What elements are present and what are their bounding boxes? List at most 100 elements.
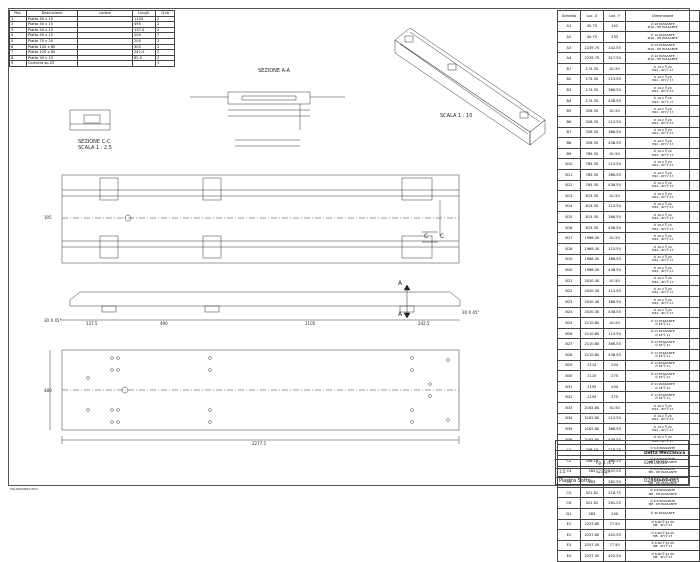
holes-cell: 402.50	[602, 529, 627, 541]
holes-cell: 204	[602, 359, 627, 372]
holes-header: Loc. Y	[602, 10, 627, 22]
holes-cell: 438.50	[602, 433, 627, 446]
holes-cell: 41.50	[602, 274, 627, 287]
holes-cell: ∅ 11 PASSANTE ∅ 18 ∇ 11	[625, 359, 700, 372]
footer-note: SOLIDWORKS EDU	[10, 487, 38, 491]
holes-cell: E2	[557, 529, 581, 541]
iso-scale-label: SCALA 1 : 10	[440, 113, 473, 119]
parts-cell: 1	[155, 60, 175, 67]
title-block-sheet: Fg. 1 di 1	[596, 460, 615, 465]
holes-cell: E3	[557, 539, 581, 552]
dim-right-span: 242.5	[418, 321, 430, 326]
title-block-date: 02/07/2015	[644, 460, 668, 465]
holes-cell: ∅ 6.8 PASSANTE M8 - 6H PASSANTE	[625, 465, 700, 478]
holes-cell: 275	[602, 370, 627, 382]
holes-cell: E4	[557, 550, 581, 562]
title-block-material: S235JR	[596, 469, 611, 474]
holes-cell: 2237.60	[579, 529, 604, 541]
holes-cell: 438.50	[602, 306, 627, 319]
section-aa-outline	[227, 91, 311, 105]
holes-cell: ∅ 10.2 ∇ 20 M12 - 6H ∇ 17	[625, 306, 700, 319]
dim-mid-length: 1105	[305, 321, 316, 326]
dim-left-span: 490	[160, 321, 168, 326]
holes-cell: ∅ 10.2 ∇ 20 M12 - 6H ∇ 17	[625, 296, 700, 308]
holes-cell: ∅ 10.2 ∇ 20 M12 - 6H ∇ 17	[625, 401, 700, 414]
holes-cell: 2257.50	[579, 539, 604, 552]
holes-cell: 2257.50	[579, 550, 604, 562]
title-block-title: Piastra Sotto	[559, 478, 591, 484]
holes-cell: ∅ 11 PASSANTE ∅ 18 ∇ 11	[625, 380, 700, 393]
holes-cell: ∅ 6.8 PASSANTE M8 - 6H PASSANTE	[625, 454, 700, 467]
holes-cell: 113.50	[602, 285, 627, 298]
holes-cell: 261.25	[602, 497, 627, 509]
holes-cell: E1	[557, 518, 581, 531]
cut-c-right: C	[440, 233, 445, 240]
dim-height: 480	[44, 388, 52, 393]
holes-cell: ∅ 30 PASSANTE	[625, 507, 700, 520]
section-cc-label: SEZIONE C-C	[78, 139, 111, 145]
holes-cell: 197.50	[602, 465, 627, 478]
holes-cell: 438.50	[602, 264, 627, 276]
holes-cell: 366.50	[602, 296, 627, 308]
holes-cell: ∅ 6.80 ∇ 22.25 M8 - 6H ∇ 17	[625, 539, 700, 552]
title-block: Delta Meccanica S235JR 1:5 02/07/2015 Fg…	[555, 440, 689, 485]
dim-end-a: 137.5	[86, 321, 98, 326]
holes-cell: ∅ 6.8 PASSANTE M8 - 6H PASSANTE	[625, 497, 700, 509]
holes-cell: ∅ 11 PASSANTE ∅ 18 ∇ 11	[625, 338, 700, 350]
title-block-drawing-no: 02300-07-035	[644, 478, 680, 484]
holes-cell: ∅ 10.2 ∇ 20 M12 - 6H ∇ 17	[625, 412, 700, 425]
holes-cell: ∅ 6.80 ∇ 22.25 M8 - 6H ∇ 17	[625, 518, 700, 531]
holes-header: Dimensione	[625, 10, 700, 22]
holes-cell: ∅ 11 PASSANTE ∅ 18 ∇ 11	[625, 349, 700, 361]
dim-overall-length: 2277.5	[252, 441, 266, 446]
holes-cell: 261.25	[602, 454, 627, 467]
holes-cell: ∅ 10.2 ∇ 20 M12 - 6H ∇ 17	[625, 423, 700, 435]
holes-cell: 438.50	[602, 349, 627, 361]
section-cc-scale: SCALA 1 : 2,5	[78, 145, 112, 151]
holes-cell: D1	[557, 507, 581, 520]
holes-cell: 2237.60	[579, 518, 604, 531]
holes-cell: ∅ 11 PASSANTE ∅ 18 ∇ 11	[625, 317, 700, 329]
section-aa-label: SEZIONE A-A	[258, 68, 291, 74]
title-block-company: Delta Meccanica	[644, 451, 686, 456]
holes-cell: 142	[602, 20, 627, 33]
holes-cell: 41.50	[602, 401, 627, 414]
holes-cell: ∅ 6.80 ∇ 22.25 M8 - 6H ∇ 17	[625, 529, 700, 541]
holes-cell: 204	[602, 380, 627, 393]
title-block-scale: 1:5	[559, 469, 566, 474]
parts-cell: 2	[155, 15, 175, 23]
holes-cell: 402.50	[602, 550, 627, 562]
side-view-outline	[69, 291, 461, 307]
holes-cell: ∅ 14 PASSANTE M16 - 6H PASSANTE	[625, 20, 700, 33]
holes-cell: ∅ 6.80 ∇ 22.25 M8 - 6H ∇ 17	[625, 550, 700, 562]
holes-cell: 77.50	[602, 539, 627, 552]
section-cc-outline	[69, 109, 111, 131]
holes-cell: 366.50	[602, 338, 627, 350]
